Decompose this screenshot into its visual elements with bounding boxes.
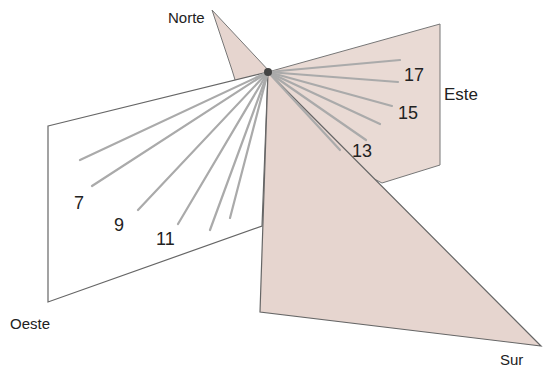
hour-number: 9 bbox=[114, 216, 124, 234]
hour-number: 7 bbox=[74, 194, 84, 212]
direction-label: Este bbox=[444, 86, 478, 103]
direction-label: Norte bbox=[168, 10, 205, 25]
hour-number: 15 bbox=[398, 104, 418, 122]
hour-number: 13 bbox=[352, 142, 372, 160]
hour-number: 11 bbox=[156, 230, 175, 248]
direction-label: Sur bbox=[500, 352, 523, 367]
hour-number: 17 bbox=[404, 66, 424, 84]
direction-label: Oeste bbox=[10, 316, 50, 331]
